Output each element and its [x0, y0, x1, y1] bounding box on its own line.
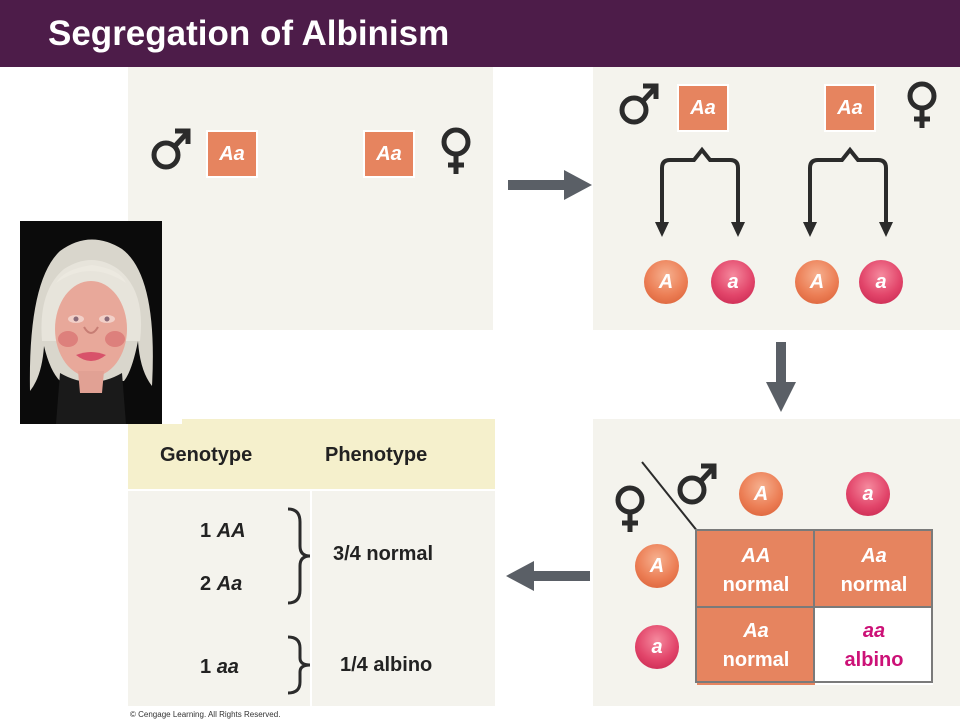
punnett-row-header: A — [635, 544, 679, 588]
genotype-count: 2 — [200, 573, 212, 595]
genotype-value: Aa — [216, 573, 243, 595]
punnett-cell: AA normal — [697, 531, 815, 610]
genotype-count: 1 — [200, 520, 212, 542]
copyright-notice: © Cengage Learning. All Rights Reserved. — [130, 710, 281, 719]
arrow-down-icon — [766, 342, 796, 412]
gamete-allele: a — [711, 260, 755, 304]
phenotype-header: Phenotype — [325, 444, 428, 466]
cell-genotype: aa — [862, 619, 886, 642]
cell-phenotype: albino — [844, 648, 904, 671]
female-symbol-icon-2 — [907, 81, 937, 128]
split-arrows-left-icon — [655, 146, 745, 237]
ratio-albino: 1/4 albino — [340, 654, 433, 676]
punnett-row-header: a — [635, 625, 679, 669]
female-symbol-icon — [441, 127, 471, 174]
genotype-value: aa — [216, 656, 239, 678]
punnett-cell: Aa normal — [815, 531, 933, 610]
female-parent-genotype: Aa — [363, 130, 415, 178]
punnett-grid-border — [695, 529, 933, 683]
cell-phenotype: normal — [722, 573, 790, 596]
albino-person-photo — [20, 221, 162, 424]
gamete-allele: a — [859, 260, 903, 304]
cell-phenotype: normal — [722, 648, 790, 671]
male-parent-genotype: Aa — [206, 130, 258, 178]
male-gamete-parent: Aa — [677, 84, 729, 132]
cell-genotype: AA — [741, 544, 771, 567]
gamete-allele: A — [795, 260, 839, 304]
genotype-count-row: 1 AA — [200, 520, 246, 543]
punnett-col-header: a — [846, 472, 890, 516]
punnett-grid-divider — [813, 531, 815, 681]
page-title: Segregation of Albinism — [48, 14, 450, 53]
brace-normal-icon — [287, 507, 311, 605]
cell-phenotype: normal — [840, 573, 908, 596]
split-arrows-right-icon — [803, 146, 893, 237]
gamete-allele: A — [644, 260, 688, 304]
genotype-header: Genotype — [160, 444, 253, 466]
punnett-corner-diagonal — [641, 461, 699, 533]
cell-genotype: Aa — [743, 619, 769, 642]
parents-panel — [128, 67, 493, 330]
male-symbol-icon-2 — [619, 83, 659, 125]
arrow-right-icon — [508, 170, 592, 200]
punnett-cell-albino: aa albino — [815, 606, 933, 685]
genotype-count-row: 2 Aa — [200, 573, 242, 596]
summary-divider-v — [310, 489, 312, 706]
female-symbol-icon-3 — [615, 485, 645, 532]
cell-genotype: Aa — [861, 544, 887, 567]
photo-credit-strip — [162, 330, 182, 424]
albino-portrait-illustration — [20, 221, 162, 424]
male-symbol-icon — [151, 128, 191, 170]
brace-albino-icon — [287, 635, 311, 695]
genotype-value: AA — [216, 520, 246, 542]
summary-header-band — [128, 419, 495, 489]
punnett-cell: Aa normal — [697, 606, 815, 685]
title-bar — [0, 0, 960, 67]
genotype-count: 1 — [200, 656, 212, 678]
female-gamete-parent: Aa — [824, 84, 876, 132]
arrow-left-icon — [506, 561, 590, 591]
male-symbol-icon-3 — [677, 463, 717, 505]
genotype-count-row: 1 aa — [200, 656, 239, 679]
punnett-col-header: A — [739, 472, 783, 516]
ratio-normal: 3/4 normal — [333, 543, 434, 565]
